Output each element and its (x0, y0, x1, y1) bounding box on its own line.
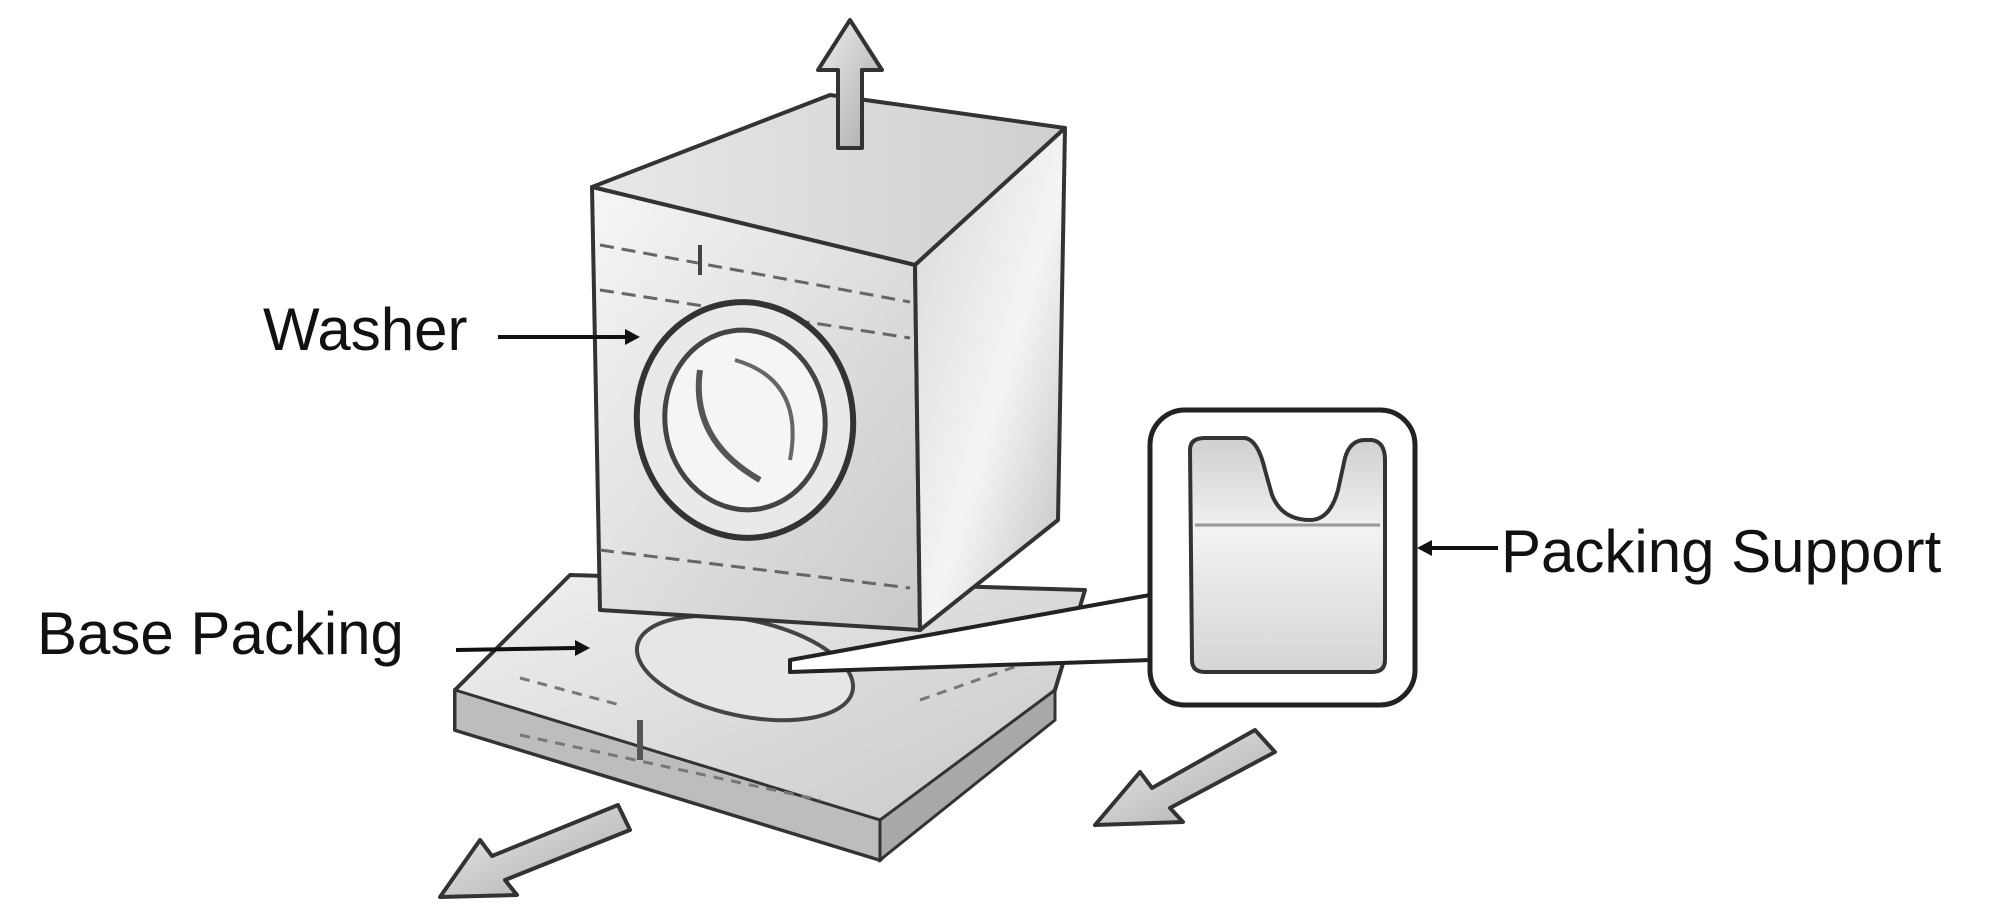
washer-label: Washer (263, 300, 468, 360)
base-packing-label: Base Packing (37, 604, 404, 664)
slide-out-arrow-icon (1095, 730, 1275, 825)
packing-support-label: Packing Support (1501, 522, 1941, 582)
slide-out-arrow-icon (440, 805, 630, 897)
